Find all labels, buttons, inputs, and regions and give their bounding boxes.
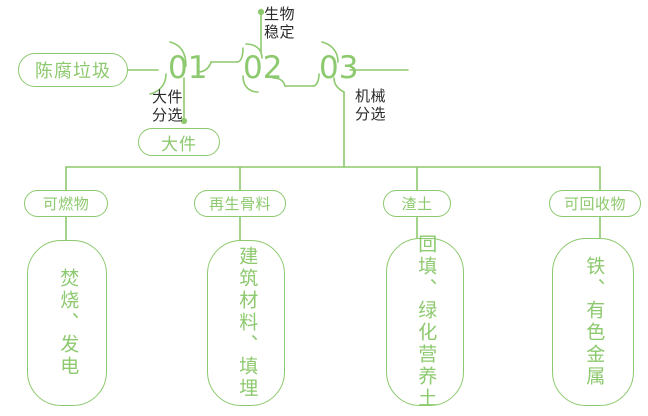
category-label-1: 再生骨料 [208,196,271,213]
stage-caption-01: 大件 分选 [151,89,183,124]
outcome-label-1: 建筑材料、填埋 [236,246,258,400]
outcome-label-2: 回填、绿化营养土 [415,234,437,410]
source-node[interactable]: 陈腐垃圾 [18,53,128,87]
category-node-1[interactable]: 再生骨料 [194,190,286,217]
stage-number-02[interactable]: 02 [243,50,283,86]
outcome-box-1[interactable]: 建筑材料、填埋 [207,240,285,406]
category-label-2: 渣土 [401,196,433,213]
side-output-label: 大件 [161,134,197,154]
category-node-3[interactable]: 可回收物 [549,190,641,217]
category-node-0[interactable]: 可燃物 [24,190,108,217]
category-label-0: 可燃物 [42,196,90,213]
category-label-3: 可回收物 [563,196,626,213]
outcome-box-2[interactable]: 回填、绿化营养土 [386,234,464,410]
category-node-2[interactable]: 渣土 [383,190,451,217]
stage-number-03[interactable]: 03 [319,50,359,86]
stage-number-01[interactable]: 01 [168,50,208,86]
side-output-node[interactable]: 大件 [138,128,220,156]
outcome-box-3[interactable]: 铁、有色金属 [552,238,634,406]
source-node-label: 陈腐垃圾 [35,61,111,81]
stage-caption-02: 生物 稳定 [264,6,296,41]
outcome-label-0: 焚烧、发电 [57,268,79,378]
outcome-box-0[interactable]: 焚烧、发电 [27,240,107,406]
outcome-label-3: 铁、有色金属 [583,256,605,388]
stage-caption-03: 机械 分选 [355,88,387,123]
